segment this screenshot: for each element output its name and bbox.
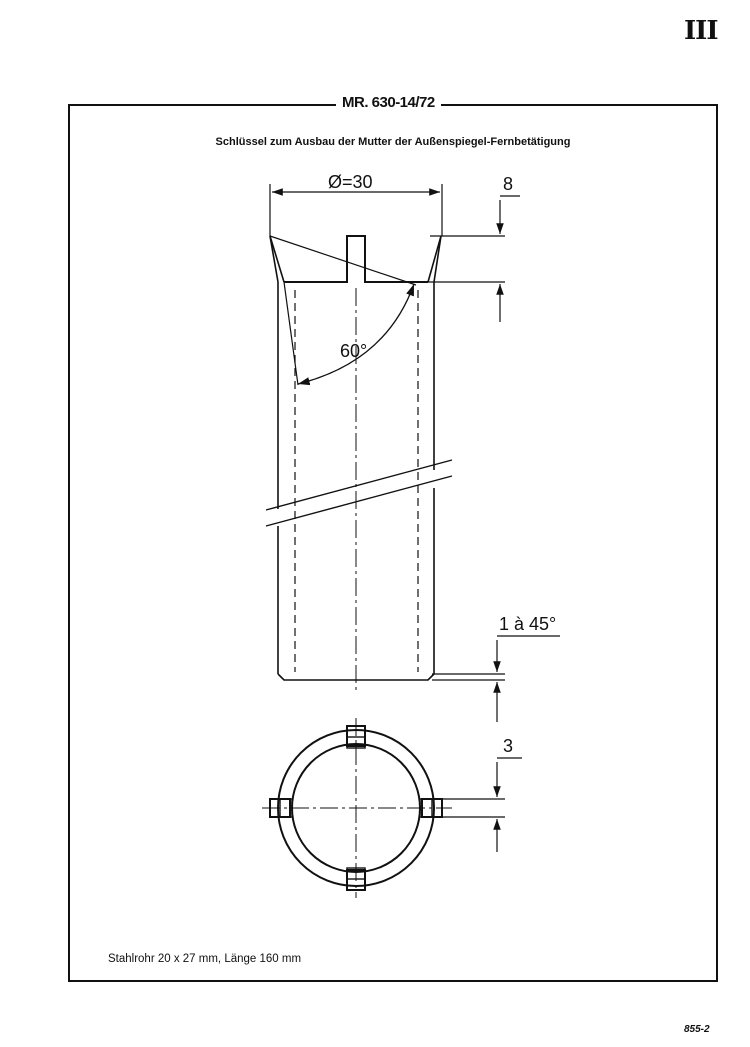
tube-end-view [262, 718, 452, 898]
chamfer-label: 1 à 45° [499, 614, 556, 634]
angle-label: 60° [340, 341, 367, 361]
chamfer-dimension [432, 635, 560, 722]
tooth-width-label: 3 [503, 736, 513, 756]
drawing-subtitle: Schlüssel zum Ausbau der Mutter der Auße… [215, 136, 571, 148]
material-caption: Stahlrohr 20 x 27 mm, Länge 160 mm [108, 953, 302, 965]
slot-depth-label: 8 [503, 174, 513, 194]
tooth-width-dimension [442, 757, 522, 852]
section-number: III [684, 16, 718, 46]
slot-depth-dimension [418, 195, 520, 322]
diameter-label: Ø=30 [328, 172, 373, 192]
page-code: 855-2 [684, 1024, 710, 1035]
tube-side-view [265, 235, 453, 690]
diameter-dimension [269, 184, 443, 236]
drawing-title: MR. 630-14/72 [336, 94, 441, 111]
